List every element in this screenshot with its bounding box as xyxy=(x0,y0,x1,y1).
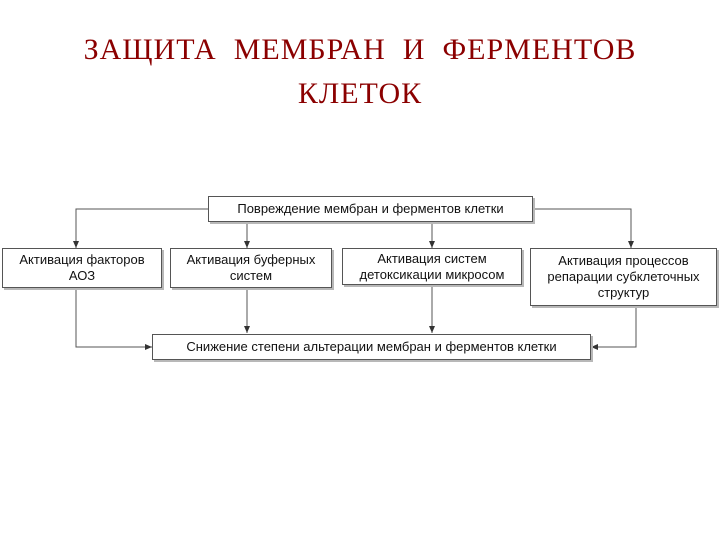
outcome-box-label: Снижение степени альтерации мембран и фе… xyxy=(186,339,557,354)
connector-aoz-to-bottom xyxy=(75,288,152,350)
slide-title-line-1: ЗАЩИТА МЕМБРАН И ФЕРМЕНТОВ xyxy=(83,33,637,66)
slide-title-line-2: КЛЕТОК xyxy=(297,77,423,110)
mechanism-box-repair: Активация процессов репарации субклеточн… xyxy=(530,248,717,306)
slide-title: ЗАЩИТА МЕМБРАН И ФЕРМЕНТОВ КЛЕТОК xyxy=(0,28,720,116)
mechanism-box-detox: Активация систем детоксикации микросом xyxy=(342,248,522,285)
damage-box-label: Повреждение мембран и ферментов клетки xyxy=(237,201,504,216)
mechanism-label-repair: Активация процессов репарации субклеточн… xyxy=(547,253,700,300)
mechanism-label-aoz: Активация факторов АОЗ xyxy=(19,252,145,283)
mechanism-box-aoz: Активация факторов АОЗ xyxy=(2,248,162,288)
mechanism-label-buffer: Активация буферных систем xyxy=(186,252,316,283)
connector-top-left xyxy=(73,208,208,248)
mechanism-label-detox: Активация систем детоксикации микросом xyxy=(359,250,505,282)
damage-box: Повреждение мембран и ферментов клетки xyxy=(208,196,533,222)
connector-top-right xyxy=(533,208,634,248)
mechanism-box-buffer: Активация буферных систем xyxy=(170,248,332,288)
connector-repair-to-bottom xyxy=(591,306,637,350)
outcome-box: Снижение степени альтерации мембран и фе… xyxy=(152,334,591,360)
